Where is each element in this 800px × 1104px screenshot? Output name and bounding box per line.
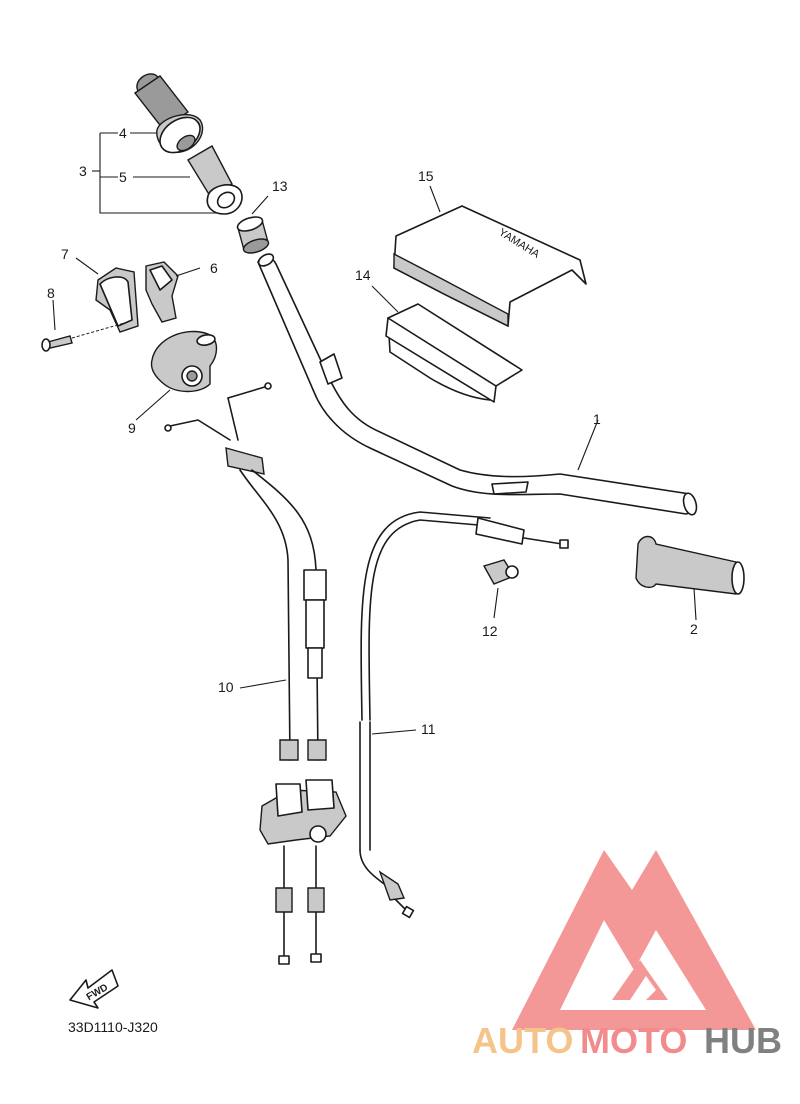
label-4: 4	[119, 125, 127, 141]
adjuster-12	[482, 559, 519, 619]
watermark-moto: MOTO	[580, 1020, 687, 1061]
throttle-cables-10	[164, 382, 347, 965]
label-11: 11	[421, 721, 436, 737]
cover-15: YAMAHA	[393, 185, 587, 328]
label-13: 13	[272, 178, 288, 194]
pad-14	[371, 285, 523, 403]
grip-2	[635, 535, 745, 621]
label-14: 14	[355, 267, 371, 283]
label-3: 3	[79, 163, 87, 179]
label-1: 1	[593, 411, 601, 427]
label-5: 5	[119, 169, 127, 185]
label-12: 12	[482, 623, 498, 639]
throttle-housing-9	[135, 330, 218, 421]
clamp-6	[145, 261, 201, 323]
watermark-auto: AUTO	[472, 1020, 573, 1061]
clutch-cable-11	[359, 511, 569, 919]
watermark-hub: HUB	[704, 1020, 782, 1061]
handlebar-1	[257, 253, 698, 516]
housing-7	[75, 257, 139, 333]
label-15: 15	[418, 168, 434, 184]
label-9: 9	[128, 420, 136, 436]
label-10: 10	[218, 679, 234, 695]
label-6: 6	[210, 260, 218, 276]
watermark-wordmark: AUTO MOTO HUB	[472, 1020, 782, 1061]
fwd-arrow-icon: FWD	[69, 969, 119, 1009]
label-7: 7	[61, 246, 69, 262]
watermark-logo-icon	[512, 850, 756, 1030]
part-labels: 1 2 3 4 5 6 7 8 9 10 11 12 13 14 15	[47, 125, 698, 737]
screw-8	[41, 299, 129, 352]
label-8: 8	[47, 285, 55, 301]
label-2: 2	[690, 621, 698, 637]
throttle-grip-assembly	[133, 73, 243, 215]
diagram-code: 33D1110-J320	[68, 1019, 158, 1035]
collar-13	[236, 195, 270, 254]
bracket-3	[92, 132, 218, 214]
